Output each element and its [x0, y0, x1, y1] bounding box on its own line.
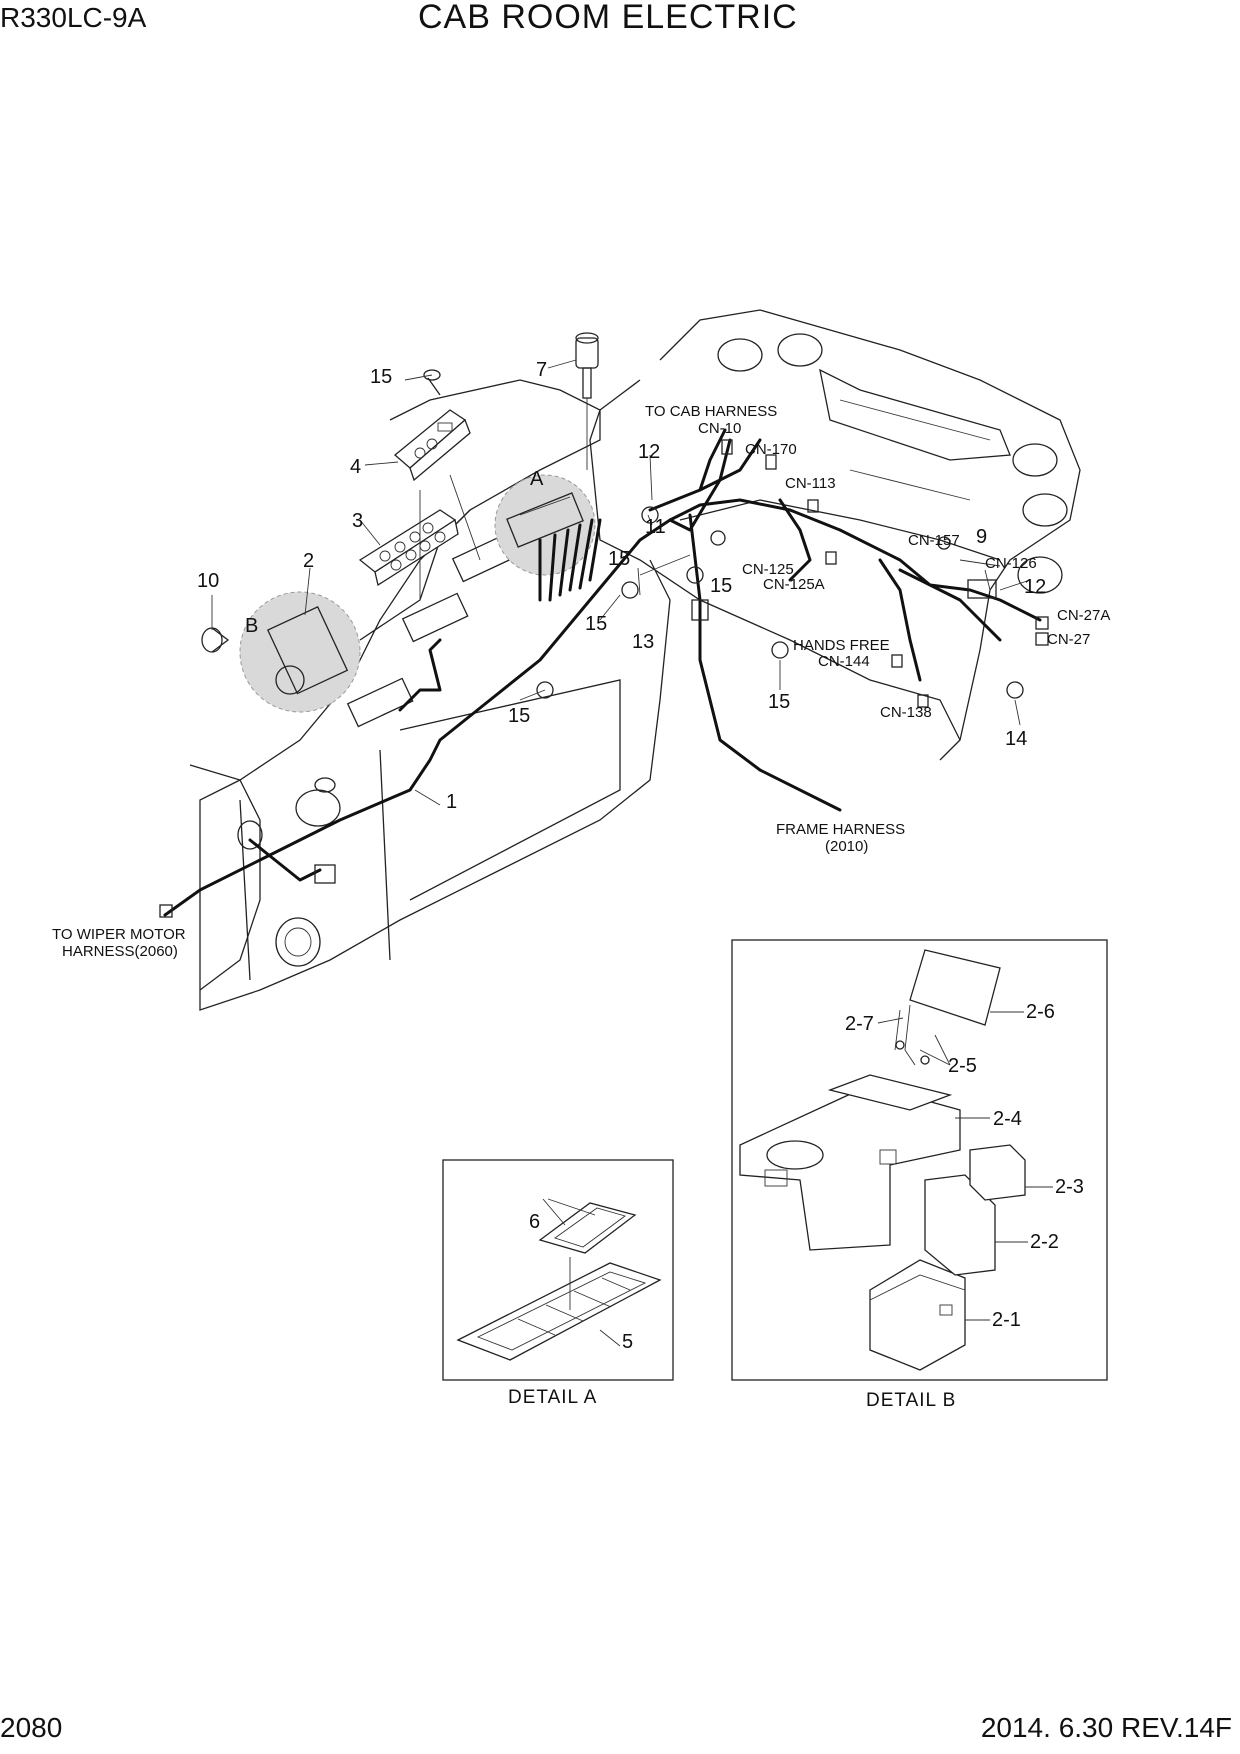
callout-3: 3 — [352, 510, 363, 532]
callout-12-top: 12 — [638, 441, 660, 463]
callout-15: 15 — [370, 366, 392, 388]
callout-2: 2 — [303, 550, 314, 572]
cn-144-line1: HANDS FREE — [793, 637, 890, 654]
cn-27a: CN-27A — [1057, 607, 1110, 624]
callout-7: 7 — [536, 359, 547, 381]
wiper-harness-line1: TO WIPER MOTOR — [52, 926, 186, 943]
detail-a-circle — [494, 474, 596, 576]
detail-b-caption: DETAIL B — [866, 1390, 956, 1411]
cn-27: CN-27 — [1047, 631, 1090, 648]
callout-2-7: 2-7 — [845, 1013, 874, 1035]
screw-15 — [423, 369, 441, 396]
callout-15-d: 15 — [585, 613, 607, 635]
callout-1: 1 — [446, 791, 457, 813]
wiper-harness-line2: HARNESS(2060) — [62, 943, 178, 960]
callout-2-6: 2-6 — [1026, 1001, 1055, 1023]
page-number: 2080 — [0, 1712, 63, 1743]
frame-harness-line1: FRAME HARNESS — [776, 821, 905, 838]
cn-10-line1: TO CAB HARNESS — [645, 403, 777, 420]
cn-113: CN-113 — [785, 475, 836, 492]
cn-126: CN-126 — [985, 555, 1037, 572]
power-socket-7 — [575, 332, 599, 470]
callout-9: 9 — [976, 526, 987, 548]
page-title: CAB ROOM ELECTRIC — [418, 0, 798, 36]
callout-2-2: 2-2 — [1030, 1231, 1059, 1253]
cn-170: CN-170 — [745, 441, 797, 458]
callout-13: 13 — [632, 631, 654, 653]
callout-15-b: 15 — [608, 548, 630, 570]
callout-15-e: 15 — [508, 705, 530, 727]
model-code: R330LC-9A — [0, 2, 147, 33]
switch-panel-4 — [393, 409, 471, 482]
harness-notes: FRAME HARNESS (2010) TO WIPER MOTOR HARN… — [52, 821, 905, 960]
callout-b: B — [245, 615, 258, 637]
detail-b-leaders — [877, 1011, 1053, 1321]
callout-numbers: 15 7 4 3 2 10 B A 12 11 15 15 15 13 15 1… — [197, 359, 1084, 1353]
cn-144-line2: CN-144 — [818, 653, 870, 670]
cab-frame-outline — [189, 309, 1081, 1011]
callout-10: 10 — [197, 570, 219, 592]
callout-5: 5 — [622, 1331, 633, 1353]
frame-harness-line2: (2010) — [825, 838, 868, 855]
cn-125: CN-125 — [742, 561, 794, 578]
callout-15-c: 15 — [710, 575, 732, 597]
detail-a-caption: DETAIL A — [508, 1387, 597, 1408]
connector-labels: TO CAB HARNESS CN-10 CN-170 CN-113 CN-15… — [645, 403, 1110, 721]
knob-10 — [201, 627, 230, 653]
revision-date: 2014. 6.30 REV.14F — [980, 1712, 1232, 1743]
callout-2-4: 2-4 — [993, 1108, 1022, 1130]
cn-157: CN-157 — [908, 532, 960, 549]
leader-lines — [211, 359, 1031, 806]
callout-2-1: 2-1 — [992, 1309, 1021, 1331]
detail-captions: DETAIL A DETAIL B — [508, 1387, 956, 1411]
switch-panel-3 — [358, 509, 459, 587]
harness-connectors — [159, 439, 1049, 918]
callout-2-3: 2-3 — [1055, 1176, 1084, 1198]
callout-14: 14 — [1005, 728, 1027, 750]
callout-11: 11 — [645, 516, 666, 538]
callout-4: 4 — [350, 456, 361, 478]
detail-b-box — [731, 939, 1108, 1381]
cn-125a: CN-125A — [763, 576, 825, 593]
callout-2-5: 2-5 — [948, 1055, 977, 1077]
detail-a-box — [442, 1159, 674, 1381]
callout-a: A — [530, 468, 544, 490]
callout-15-f: 15 — [768, 691, 790, 713]
callout-6: 6 — [529, 1211, 540, 1233]
detail-b-circle — [239, 591, 361, 713]
cn-10-line2: CN-10 — [698, 420, 741, 437]
callout-12-right: 12 — [1024, 576, 1046, 598]
cn-138: CN-138 — [880, 704, 932, 721]
